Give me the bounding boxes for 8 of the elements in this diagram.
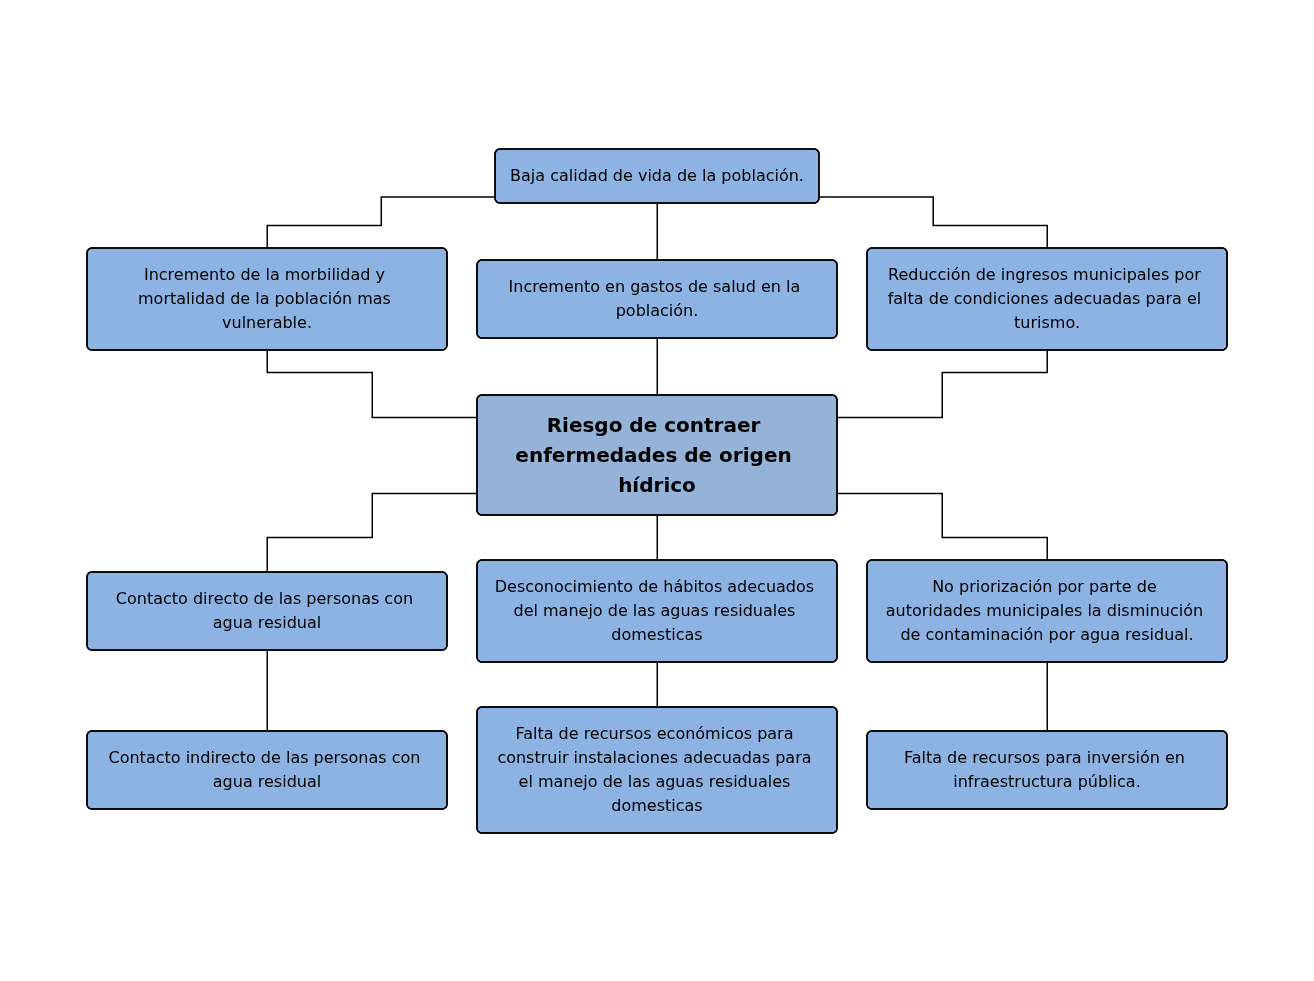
connector	[656, 661, 659, 708]
connector	[656, 337, 659, 396]
connector	[656, 202, 659, 261]
connector	[266, 649, 269, 732]
connector	[266, 195, 497, 249]
connector	[818, 195, 1049, 249]
connector	[656, 514, 659, 561]
connector	[1046, 661, 1049, 732]
